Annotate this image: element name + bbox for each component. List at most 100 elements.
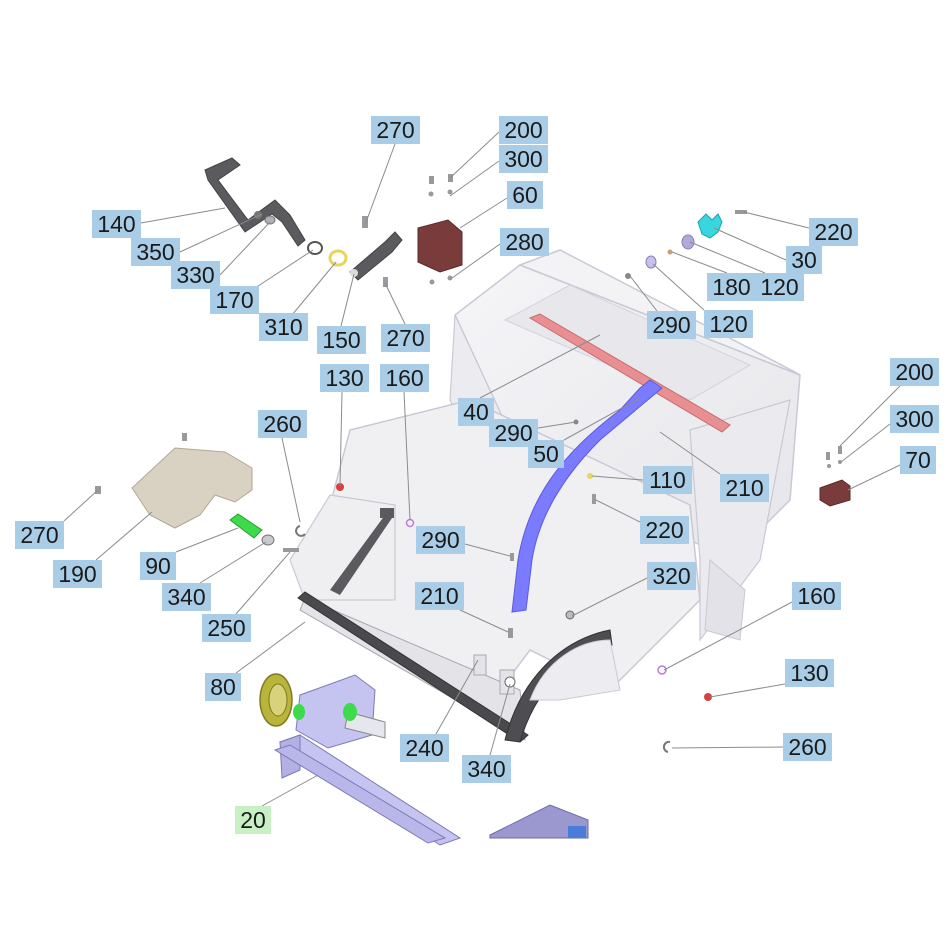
callout-c210a[interactable]: 210 (720, 474, 769, 502)
callout-c140[interactable]: 140 (92, 210, 141, 238)
leader-line-c50 (563, 397, 641, 441)
red-cross-bar (528, 313, 731, 433)
leader-line-c130b (709, 683, 786, 698)
callout-c250[interactable]: 250 (202, 614, 251, 642)
leader-line-c300b (840, 423, 891, 463)
blue-belt (511, 379, 663, 613)
callout-c220b[interactable]: 220 (640, 516, 689, 544)
leader-line-c80 (235, 621, 306, 674)
callout-c260b[interactable]: 260 (783, 733, 832, 761)
leader-line-c290b (537, 421, 577, 429)
callout-c30[interactable]: 30 (786, 246, 822, 274)
callout-c150[interactable]: 150 (317, 326, 366, 354)
leader-line-c260a (281, 437, 301, 523)
leader-line-c20 (261, 774, 319, 807)
leader-line-c140 (140, 207, 226, 224)
handle-140 (204, 157, 306, 247)
leader-line-c40 (479, 334, 601, 399)
callout-c300a[interactable]: 300 (499, 145, 548, 173)
callout-c340b[interactable]: 340 (462, 755, 511, 783)
leader-line-c340b (489, 683, 511, 756)
leader-line-c70 (847, 464, 901, 491)
callout-c160b[interactable]: 160 (792, 582, 841, 610)
leader-line-c90 (175, 527, 239, 553)
callout-c270b[interactable]: 270 (381, 324, 430, 352)
spring-30 (697, 213, 723, 239)
leader-line-c160a (403, 391, 411, 521)
callout-c200a[interactable]: 200 (499, 116, 548, 144)
leader-line-c110 (591, 475, 644, 481)
callout-c200b[interactable]: 200 (890, 358, 939, 386)
chute-guard-190 (131, 447, 253, 529)
leader-line-c60 (459, 197, 508, 229)
callout-c190[interactable]: 190 (53, 560, 102, 588)
leader-line-c260b (671, 746, 784, 749)
callout-c300b[interactable]: 300 (890, 405, 939, 433)
bracket-70 (819, 479, 851, 507)
leader-line-c120b (652, 263, 705, 311)
leader-line-c320 (571, 577, 648, 617)
roller-90 (229, 513, 263, 539)
drive-assembly-20 (259, 673, 589, 846)
callout-c130a[interactable]: 130 (320, 364, 369, 392)
callout-c310[interactable]: 310 (259, 313, 308, 341)
callout-c130b[interactable]: 130 (785, 659, 834, 687)
leader-line-c290c (464, 543, 511, 557)
callout-c120b[interactable]: 120 (704, 310, 753, 338)
leader-line-c150 (340, 273, 355, 327)
callout-c290c[interactable]: 290 (416, 526, 465, 554)
callout-c330[interactable]: 330 (171, 261, 220, 289)
callout-c210b[interactable]: 210 (415, 582, 464, 610)
callout-c280[interactable]: 280 (500, 228, 549, 256)
callout-c90[interactable]: 90 (140, 552, 176, 580)
leader-line-c240 (435, 659, 479, 735)
callout-c70[interactable]: 70 (900, 446, 936, 474)
leader-line-c270b (384, 282, 406, 325)
leader-line-c250 (235, 551, 291, 615)
callout-c50[interactable]: 50 (528, 440, 564, 468)
bracket-60 (417, 219, 463, 273)
leader-line-c200a (449, 131, 500, 179)
callout-c60[interactable]: 60 (507, 181, 543, 209)
callout-c350[interactable]: 350 (131, 238, 180, 266)
callout-c160a[interactable]: 160 (380, 364, 429, 392)
callout-c170[interactable]: 170 (210, 286, 259, 314)
leader-line-c280 (451, 243, 501, 279)
leader-line-c30 (713, 227, 787, 261)
callout-c80[interactable]: 80 (205, 673, 241, 701)
leader-lines (63, 131, 901, 807)
leader-line-c180 (671, 251, 728, 274)
lever-150 (349, 231, 403, 281)
leader-line-c200b (839, 385, 901, 447)
leader-line-c160b (663, 601, 793, 671)
callout-c260a[interactable]: 260 (258, 410, 307, 438)
leader-line-c190 (95, 511, 153, 561)
callout-c320[interactable]: 320 (647, 562, 696, 590)
leader-line-c170 (251, 249, 314, 291)
leader-line-c270a (364, 143, 396, 226)
leader-line-c340a (199, 541, 267, 584)
leader-line-c120a (689, 241, 766, 274)
callout-c270a[interactable]: 270 (371, 116, 420, 144)
leader-line-c300a (449, 160, 500, 197)
leader-line-c220b (595, 499, 641, 523)
leader-line-c130a (339, 391, 343, 487)
callout-c340a[interactable]: 340 (162, 583, 211, 611)
callout-c120a[interactable]: 120 (755, 273, 804, 301)
callout-c290a[interactable]: 290 (647, 311, 696, 339)
callout-c220a[interactable]: 220 (809, 218, 858, 246)
leader-line-c350 (179, 213, 263, 253)
callout-c20[interactable]: 20 (235, 806, 271, 834)
leader-line-c210a (659, 431, 721, 475)
leader-line-c220a (743, 211, 810, 229)
callout-c270c[interactable]: 270 (15, 521, 64, 549)
callout-c180[interactable]: 180 (707, 273, 756, 301)
leader-line-c330 (219, 221, 271, 276)
leader-line-c270c (63, 489, 99, 522)
leader-line-c210b (459, 609, 509, 633)
callout-c110[interactable]: 110 (643, 466, 692, 494)
callout-c240[interactable]: 240 (400, 734, 449, 762)
callout-c40[interactable]: 40 (458, 398, 494, 426)
